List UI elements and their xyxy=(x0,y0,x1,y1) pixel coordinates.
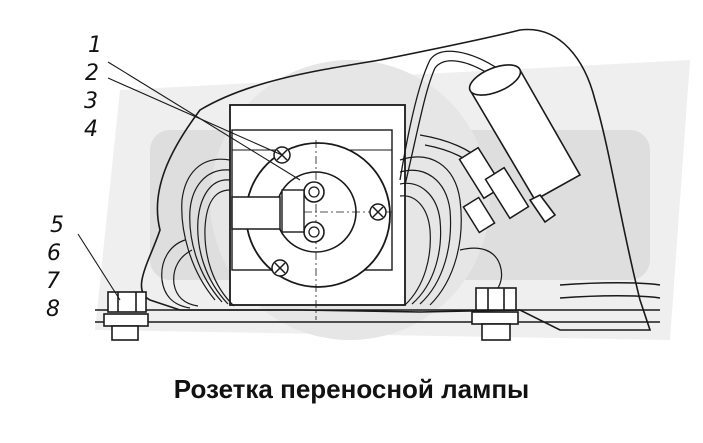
terminal-block xyxy=(231,196,281,230)
mounting-bolt xyxy=(103,291,149,341)
wire-bundle-left xyxy=(161,158,235,309)
screw xyxy=(271,259,289,277)
callout-label-3: 3 xyxy=(84,89,98,114)
contact-pin xyxy=(303,221,325,243)
callout-label-1: 1 xyxy=(88,33,102,58)
contact-pin xyxy=(303,181,325,203)
figure-caption: Розетка переносной лампы xyxy=(173,374,530,404)
callout-label-6: 6 xyxy=(47,241,61,266)
leader-lines xyxy=(77,61,301,301)
callout-label-4: 4 xyxy=(84,117,98,142)
callout-label-5: 5 xyxy=(50,213,64,238)
callout-label-8: 8 xyxy=(46,297,60,322)
wire-connector xyxy=(458,146,530,234)
mounting-bolt xyxy=(471,287,519,341)
callout-label-2: 2 xyxy=(85,61,99,86)
mounting-rail xyxy=(95,282,661,323)
callout-label-7: 7 xyxy=(46,269,60,294)
screw xyxy=(369,203,387,221)
lamp-plug xyxy=(468,64,582,224)
